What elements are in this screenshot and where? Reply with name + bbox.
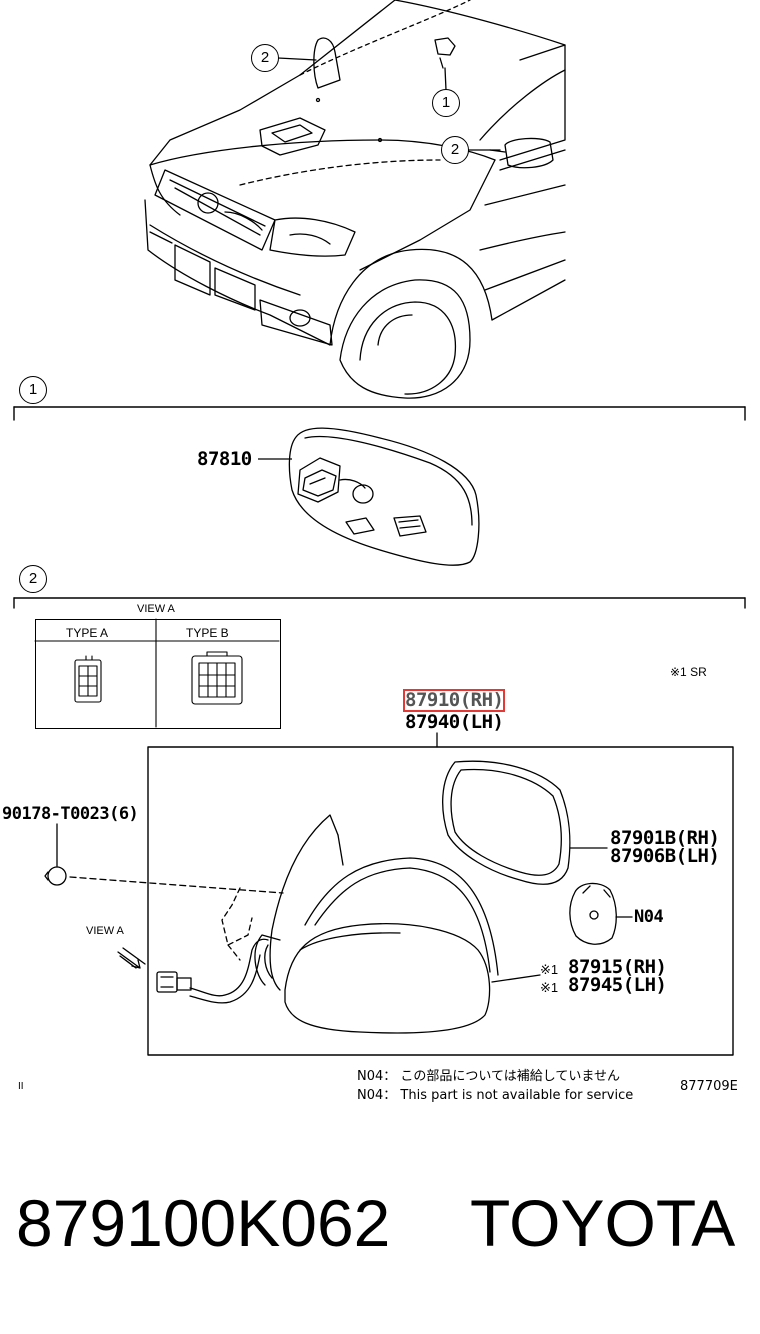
view-a-title: VIEW A xyxy=(137,603,175,615)
section-dividers xyxy=(13,406,746,609)
part-label-mirror-lh[interactable]: 87940(LH) xyxy=(405,711,504,733)
inner-mirror-drawing xyxy=(288,427,480,566)
type-a-header: TYPE A xyxy=(66,626,109,640)
type-b-header: TYPE B xyxy=(186,626,229,640)
footer-part-number: 879100K062 xyxy=(16,1186,391,1260)
part-label-glass-lh[interactable]: 87906B(LH) xyxy=(610,845,720,867)
part-label-motor[interactable]: N04 xyxy=(634,907,664,927)
part-label-mirror-rh[interactable]: 87910(RH) xyxy=(402,689,506,712)
vehicle-illustration xyxy=(144,0,566,399)
part-label-clip[interactable]: 90178-T0023(6) xyxy=(2,804,139,824)
view-a-table: TYPE A TYPE B xyxy=(35,619,281,729)
cover-lh-mark: ※1 xyxy=(540,980,559,995)
diagram-code: 877709E xyxy=(680,1079,738,1094)
footer-brand: TOYOTA xyxy=(470,1186,736,1260)
sr-note: ※1 SR xyxy=(670,665,707,679)
n04-note-japanese: N04： この部品については補給していません xyxy=(357,1069,620,1084)
callout-2-right: 2 xyxy=(441,136,469,164)
part-label-inner-mirror[interactable]: 87810 xyxy=(197,448,252,470)
callout-1-top: 1 xyxy=(432,89,460,117)
section-2-callout: 2 xyxy=(19,565,47,593)
view-a-connectors xyxy=(34,618,280,728)
n04-note-english: N04： This part is not available for serv… xyxy=(357,1088,634,1103)
door-mirror-assembly-drawing xyxy=(44,732,734,1056)
part-label-cover-rh[interactable]: 87915(RH) xyxy=(568,956,667,978)
section-1-callout: 1 xyxy=(19,376,47,404)
callout-2-left: 2 xyxy=(251,44,279,72)
part-label-cover-lh[interactable]: 87945(LH) xyxy=(568,974,667,996)
view-a-arrow-label: VIEW A xyxy=(86,925,124,937)
part-label-glass-rh[interactable]: 87901B(RH) xyxy=(610,827,720,849)
corner-mark: II xyxy=(18,1081,24,1092)
cover-rh-mark: ※1 xyxy=(540,962,559,977)
